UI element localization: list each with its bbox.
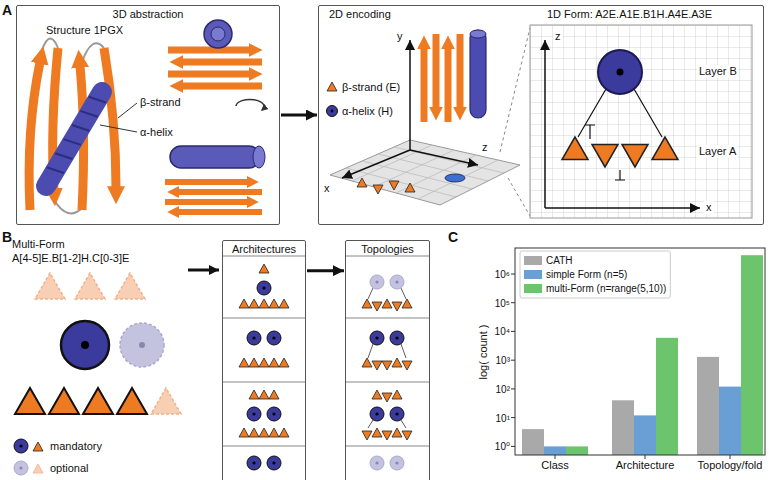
protein-side-view: [165, 146, 265, 212]
tick-label: 10²: [496, 382, 510, 395]
legend-swatch: [524, 256, 542, 265]
column-box: Topologies: [345, 240, 430, 480]
panel-title: 2D encoding: [329, 8, 391, 21]
callout-label: β-strand: [140, 96, 181, 109]
legend-entry: mandatory: [12, 437, 102, 455]
legend-text: multi-Form (n=range(5,10)): [546, 282, 666, 295]
legend-swatch: [524, 284, 542, 293]
layer-label: Layer A: [697, 145, 738, 158]
multi-form-shapes: [15, 273, 181, 414]
legend-text: optional: [50, 462, 89, 475]
flow-arrow: [307, 269, 344, 272]
tick-label: 10⁶: [495, 268, 510, 281]
flow-arrow: [281, 114, 317, 117]
form-string: 1D Form: A2E.A1E.B1H.A4E.A3E: [547, 8, 712, 21]
tick-label: 10¹: [496, 411, 510, 424]
structure-label: Structure 1PGX: [46, 24, 123, 37]
layer-label: Layer B: [697, 65, 739, 78]
tick-label: 10⁵: [495, 296, 510, 309]
panel-title: Architectures: [232, 243, 296, 256]
legend-entry: CATH: [524, 254, 572, 267]
panel-letter: B: [2, 229, 12, 245]
axis-label: x: [324, 182, 330, 195]
legend-text: CATH: [546, 254, 572, 267]
tick-label: 10⁰: [495, 440, 510, 453]
axis-label: z: [482, 141, 488, 154]
legend-frame: [520, 251, 670, 298]
column-box: Architectures: [222, 240, 306, 480]
form-title: Multi-Form: [12, 238, 65, 251]
protein-top-view: [168, 20, 262, 86]
encoding-plane: [330, 140, 520, 205]
panel-title: Topologies: [361, 243, 414, 256]
leader-line: [100, 103, 137, 132]
form-string: A[4-5]E.B[1-2]H.C[0-3]E: [12, 252, 129, 265]
architecture-icons: [222, 256, 306, 470]
legend-symbol: [12, 437, 46, 455]
panel-box: 3D abstraction: [16, 5, 280, 225]
axis-arrow: [342, 40, 478, 178]
protein-upright: [424, 30, 486, 122]
callout-label: α-helix: [140, 126, 173, 139]
flow-arrow: [188, 269, 219, 272]
rotation-symbol: [236, 99, 264, 110]
legend-entry: optional: [12, 459, 89, 477]
category-label: Class: [541, 459, 569, 472]
tick-label: 10³: [496, 354, 510, 367]
topology-icons: [345, 256, 430, 470]
category-label: Topology/fold: [698, 459, 763, 472]
panel-letter: C: [448, 229, 458, 245]
axis-title: log( count ): [477, 324, 490, 379]
layer-grid: [530, 25, 752, 218]
legend-symbol: [326, 104, 338, 118]
axis-label: z: [553, 30, 563, 43]
legend-text: β-strand (E): [342, 81, 400, 94]
axis-label: y: [397, 30, 403, 43]
category-label: Architecture: [616, 459, 675, 472]
legend-entry: β-strand (E): [326, 80, 400, 94]
legend-text: α-helix (H): [342, 105, 393, 118]
topology-diagram: [562, 50, 678, 180]
panel-title: 3D abstraction: [113, 8, 184, 21]
panel-letter: A: [2, 2, 12, 18]
legend-entry: α-helix (H): [326, 104, 393, 118]
legend-text: simple Form (n=5): [546, 268, 627, 281]
axis-arrow: [545, 40, 700, 208]
legend-entry: simple Form (n=5): [524, 268, 627, 281]
legend-symbol: [12, 459, 46, 477]
legend-text: mandatory: [50, 440, 102, 453]
bar-chart: [511, 248, 765, 459]
legend-swatch: [524, 270, 542, 279]
legend-symbol: [326, 80, 338, 94]
legend-entry: multi-Form (n=range(5,10)): [524, 282, 666, 295]
projection-line: [500, 28, 530, 216]
tick-label: 10⁴: [495, 325, 510, 338]
axis-label: x: [704, 201, 714, 214]
